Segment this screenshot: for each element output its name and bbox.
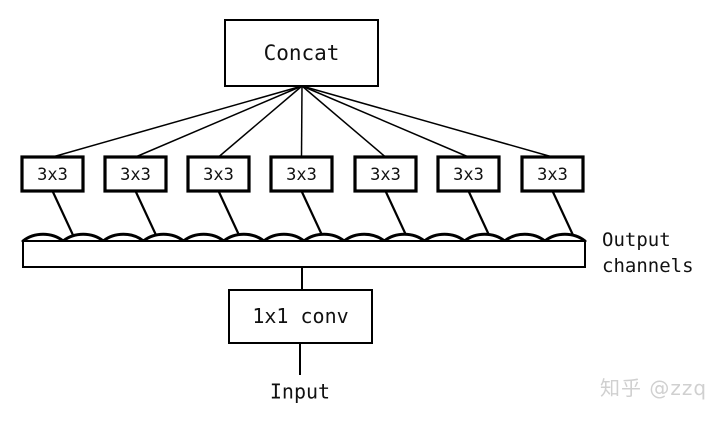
conv3x3-box-4[interactable] bbox=[269, 155, 334, 193]
drop-line-5 bbox=[384, 189, 407, 236]
channel-wave-top bbox=[21, 232, 587, 243]
fan-line-2 bbox=[135, 85, 303, 158]
conv3x3-label-5: 3x3 bbox=[370, 165, 401, 185]
branch-to-bar-connectors bbox=[51, 189, 574, 236]
concat-box[interactable] bbox=[224, 19, 379, 87]
fan-line-6 bbox=[301, 85, 469, 158]
channel-bar-box bbox=[22, 240, 586, 268]
conv3x3-label-4: 3x3 bbox=[286, 165, 317, 185]
conv3x3-box-6[interactable] bbox=[436, 155, 501, 193]
output-channels-line1: Output bbox=[602, 229, 671, 251]
conv3x3-box-1[interactable] bbox=[20, 155, 85, 193]
drop-line-4 bbox=[300, 189, 323, 236]
fan-line-7 bbox=[301, 85, 553, 158]
conv3x3-node-6[interactable]: 3x3 bbox=[436, 155, 501, 193]
conv3x3-label-1: 3x3 bbox=[37, 165, 68, 185]
conv3x3-label-7: 3x3 bbox=[537, 165, 568, 185]
conv3x3-box-7[interactable] bbox=[520, 155, 585, 193]
conv3x3-node-7[interactable]: 3x3 bbox=[520, 155, 585, 193]
conv1x1-node[interactable]: 1x1 conv bbox=[228, 289, 373, 344]
drop-line-6 bbox=[467, 189, 490, 236]
conv3x3-node-2[interactable]: 3x3 bbox=[103, 155, 168, 193]
conv3x3-label-3: 3x3 bbox=[203, 165, 234, 185]
conv3x3-node-1[interactable]: 3x3 bbox=[20, 155, 85, 193]
conv1x1-box[interactable] bbox=[228, 289, 373, 344]
conv3x3-box-3[interactable] bbox=[186, 155, 251, 193]
conv3x3-node-3[interactable]: 3x3 bbox=[186, 155, 251, 193]
watermark-label: 知乎 @zzq bbox=[600, 376, 707, 400]
conv3x3-box-2[interactable] bbox=[103, 155, 168, 193]
conv3x3-label-2: 3x3 bbox=[120, 165, 151, 185]
drop-line-2 bbox=[134, 189, 157, 236]
fan-line-3 bbox=[218, 85, 303, 158]
conv3x3-node-5[interactable]: 3x3 bbox=[353, 155, 418, 193]
conv3x3-branch-nodes: 3x3 3x3 3x3 3x3 3x3 3x3 3x3 bbox=[20, 155, 585, 193]
output-channels-line2: channels bbox=[602, 255, 694, 277]
drop-line-1 bbox=[51, 189, 74, 236]
drop-line-7 bbox=[551, 189, 574, 236]
drop-line-3 bbox=[217, 189, 240, 236]
conv1x1-label: 1x1 conv bbox=[252, 304, 348, 328]
concat-label: Concat bbox=[264, 41, 340, 65]
output-channels-bar bbox=[21, 232, 587, 268]
conv3x3-box-5[interactable] bbox=[353, 155, 418, 193]
fan-line-5 bbox=[301, 85, 386, 158]
input-label: Input bbox=[270, 380, 330, 404]
fan-line-4 bbox=[300, 85, 303, 158]
fan-line-1 bbox=[52, 85, 303, 158]
concat-node[interactable]: Concat bbox=[224, 19, 379, 87]
conv3x3-label-6: 3x3 bbox=[453, 165, 484, 185]
conv3x3-node-4[interactable]: 3x3 bbox=[269, 155, 334, 193]
concat-fan-lines bbox=[52, 85, 553, 158]
